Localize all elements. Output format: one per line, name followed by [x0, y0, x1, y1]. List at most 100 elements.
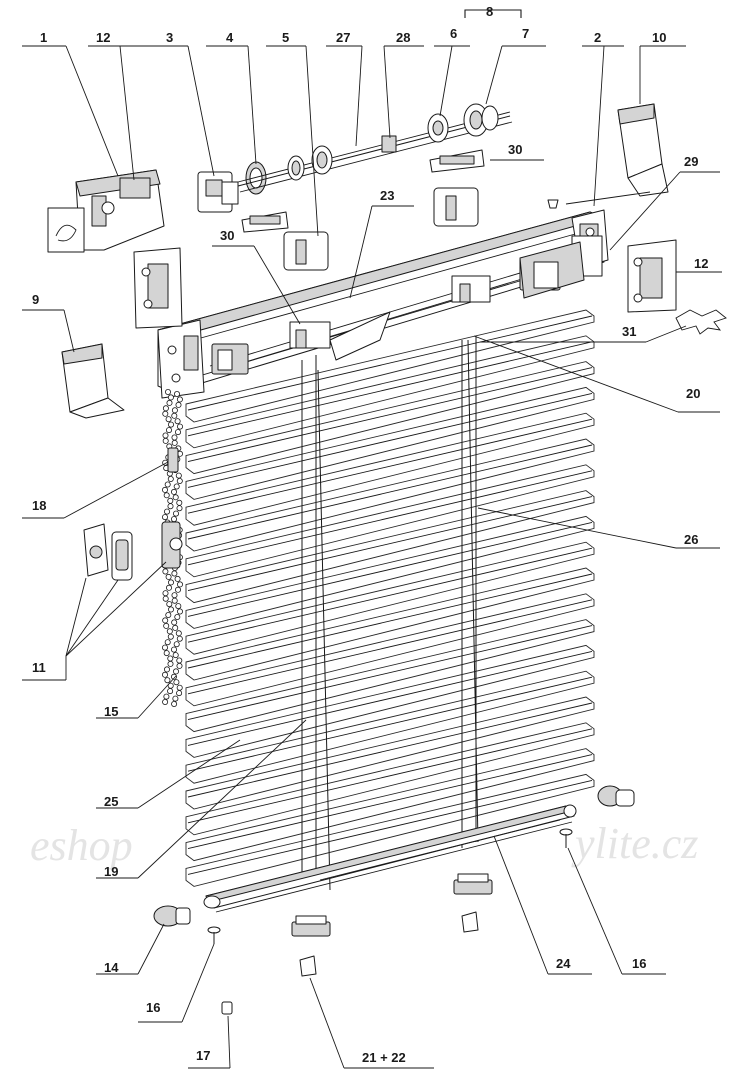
chain-bead: [175, 603, 182, 610]
chain-bead: [163, 666, 170, 673]
chain-bead: [162, 699, 169, 706]
chain-bead: [167, 421, 174, 428]
slat-edge: [187, 625, 593, 721]
label-25: 25: [104, 794, 118, 809]
chain-bead: [165, 584, 172, 591]
chain-bead: [164, 639, 171, 646]
chain-bead: [176, 477, 183, 484]
slat-edge: [187, 547, 593, 643]
chain-bead: [176, 608, 183, 615]
slat: [185, 670, 595, 784]
chain-bead: [171, 412, 178, 419]
label-30-lower: 30: [220, 228, 234, 243]
chain-bead: [173, 641, 180, 648]
end-cap-right: [617, 103, 669, 197]
chain-bead: [161, 671, 168, 678]
chain-bead: [163, 650, 170, 657]
chain-bead: [162, 568, 169, 575]
chain-bead: [161, 486, 168, 493]
slat-edge: [187, 702, 593, 798]
label-15: 15: [104, 704, 118, 719]
chain-bead: [167, 475, 174, 482]
label-16-left: 16: [146, 1000, 160, 1015]
chain-bead: [176, 581, 183, 588]
gear-wheel: [245, 161, 267, 195]
label-23: 23: [380, 188, 394, 203]
label-7: 7: [522, 26, 529, 41]
bottom-end-cap: [153, 905, 191, 927]
chain-bead: [170, 488, 177, 495]
tensioner-pieces: [83, 523, 133, 581]
chain-bead: [172, 510, 179, 517]
slat: [185, 696, 595, 810]
slat-edge: [187, 392, 593, 488]
chain-bead: [162, 590, 169, 597]
cradle-upper: [429, 149, 485, 227]
slat-edge: [187, 676, 593, 772]
chain-bead: [172, 668, 179, 675]
chain-bead: [174, 575, 181, 582]
chain-bead: [171, 434, 178, 441]
chain-bead: [167, 688, 174, 695]
chain-bead: [176, 423, 183, 430]
chain-bead: [162, 405, 169, 412]
chain-bead: [164, 481, 171, 488]
chain-bead: [163, 492, 170, 499]
slat: [185, 361, 595, 475]
chain-bead: [175, 630, 182, 637]
label-14: 14: [104, 960, 119, 975]
chain-bead: [176, 684, 183, 691]
chain-bead: [171, 619, 178, 626]
small-plug: [221, 1001, 233, 1015]
slat: [185, 309, 595, 423]
cord-lock-left: [291, 915, 331, 977]
slat: [185, 412, 595, 526]
chain-bead: [172, 624, 179, 631]
chain-bead: [167, 606, 174, 613]
slat: [185, 619, 595, 733]
label-12-right: 12: [694, 256, 708, 271]
chain-bead: [162, 595, 169, 602]
label-16-right: 16: [632, 956, 646, 971]
spacer-plate-left: [133, 247, 183, 329]
chain-bead: [170, 673, 177, 680]
chain-bead: [165, 573, 172, 580]
chain-bead: [172, 652, 179, 659]
slat-edge: [187, 573, 593, 669]
tilt-rod: [237, 103, 513, 193]
slat: [185, 438, 595, 552]
cradle-lower: [241, 211, 329, 271]
slat-stack: [185, 309, 595, 887]
slat-edge: [187, 754, 593, 850]
chain-bead: [161, 644, 168, 651]
chain-bead: [170, 516, 177, 523]
slat-edge: [187, 444, 593, 540]
label-17: 17: [196, 1048, 210, 1063]
label-21-22: 21 + 22: [362, 1050, 406, 1065]
chain-bead: [175, 401, 182, 408]
label-4: 4: [226, 30, 234, 45]
chain-bead: [164, 388, 171, 395]
chain-bead: [167, 660, 174, 667]
bottom-end-cap-right: [597, 785, 635, 807]
ladder-cords: [301, 336, 479, 891]
chain-bead: [167, 655, 174, 662]
label-6: 6: [450, 26, 457, 41]
label-2: 2: [594, 30, 601, 45]
slat: [185, 386, 595, 500]
slat-edge: [187, 779, 593, 875]
chain-bead: [176, 662, 183, 669]
tilt-gear: [197, 171, 239, 213]
label-8: 8: [486, 4, 493, 19]
label-5: 5: [282, 30, 289, 45]
chain-bead: [172, 695, 179, 702]
screw-left: [207, 926, 221, 944]
chain-bead: [176, 396, 183, 403]
chain-bead: [166, 628, 173, 635]
slat-edge: [187, 521, 593, 617]
label-29: 29: [684, 154, 698, 169]
chain-bead: [176, 690, 183, 697]
chain-bead: [171, 407, 178, 414]
slat: [185, 567, 595, 681]
chain-bead: [174, 586, 181, 593]
